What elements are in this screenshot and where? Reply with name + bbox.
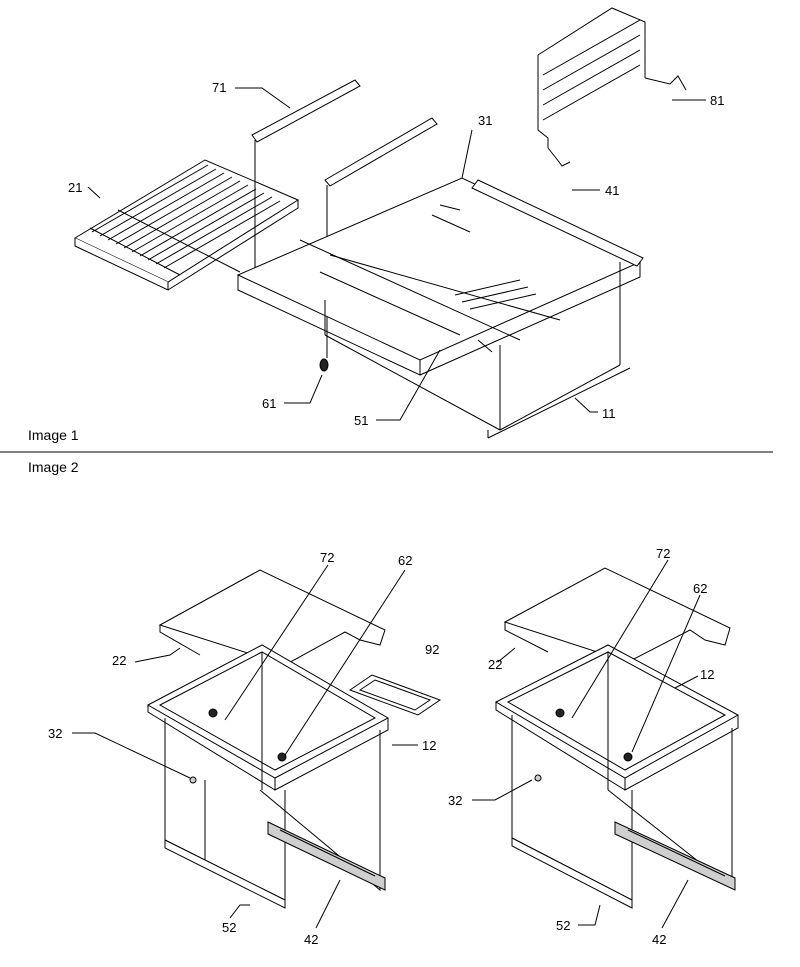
part-11-crisper-frame bbox=[236, 177, 644, 439]
part-81-wire-divider bbox=[537, 7, 687, 167]
part-21-wire-shelf bbox=[73, 159, 300, 291]
left-callout-92: 92 bbox=[425, 642, 439, 657]
left-leader-42 bbox=[315, 879, 341, 929]
callout-51: 51 bbox=[354, 413, 368, 428]
right-callout-52: 52 bbox=[556, 918, 570, 933]
left-callout-52: 52 bbox=[222, 920, 236, 935]
right-leader-12 bbox=[674, 675, 699, 689]
left-callout-12: 12 bbox=[422, 738, 436, 753]
right-callout-62: 62 bbox=[693, 581, 707, 596]
leader-11 bbox=[574, 397, 598, 413]
image2-left-assembly: 72 62 92 22 12 32 52 42 bbox=[48, 550, 442, 947]
image2-right-assembly: 72 62 22 12 32 52 42 bbox=[448, 546, 740, 947]
left-leader-52 bbox=[229, 904, 250, 919]
left-leader-62 bbox=[284, 569, 406, 756]
part-71-rails bbox=[251, 79, 438, 372]
right-leader-22 bbox=[497, 647, 516, 663]
right-callout-22: 22 bbox=[488, 657, 502, 672]
right-leader-32 bbox=[472, 779, 533, 801]
right-leader-52 bbox=[578, 904, 601, 926]
leader-31 bbox=[461, 129, 473, 179]
callout-71: 71 bbox=[212, 80, 226, 95]
leader-61 bbox=[284, 374, 323, 404]
left-callout-72: 72 bbox=[320, 550, 334, 565]
leader-71 bbox=[235, 87, 291, 109]
right-callout-42: 42 bbox=[652, 932, 666, 947]
callout-61: 61 bbox=[262, 396, 276, 411]
left-leader-72 bbox=[224, 564, 329, 721]
left-callout-32: 32 bbox=[48, 726, 62, 741]
leader-21 bbox=[87, 186, 101, 199]
callout-31: 31 bbox=[478, 113, 492, 128]
right-callout-72: 72 bbox=[656, 546, 670, 561]
left-callout-22: 22 bbox=[112, 653, 126, 668]
left-leader-22 bbox=[134, 647, 181, 663]
image1-caption: Image 1 bbox=[28, 427, 79, 443]
right-callout-12: 12 bbox=[700, 667, 714, 682]
callout-11: 11 bbox=[602, 406, 616, 421]
leader-51 bbox=[376, 349, 441, 421]
callout-41: 41 bbox=[605, 183, 619, 198]
image1-assembly: 71 81 31 21 41 61 51 11 Image 1 bbox=[28, 7, 724, 443]
callout-81: 81 bbox=[710, 93, 724, 108]
left-callout-42: 42 bbox=[304, 932, 318, 947]
right-leader-42 bbox=[661, 879, 689, 929]
left-leader-32 bbox=[72, 732, 191, 779]
right-callout-32: 32 bbox=[448, 793, 462, 808]
callout-21: 21 bbox=[68, 180, 82, 195]
left-callout-62: 62 bbox=[398, 553, 412, 568]
right-leader-72 bbox=[571, 559, 669, 719]
image2-caption: Image 2 bbox=[28, 459, 79, 475]
right-leader-62 bbox=[631, 594, 701, 753]
